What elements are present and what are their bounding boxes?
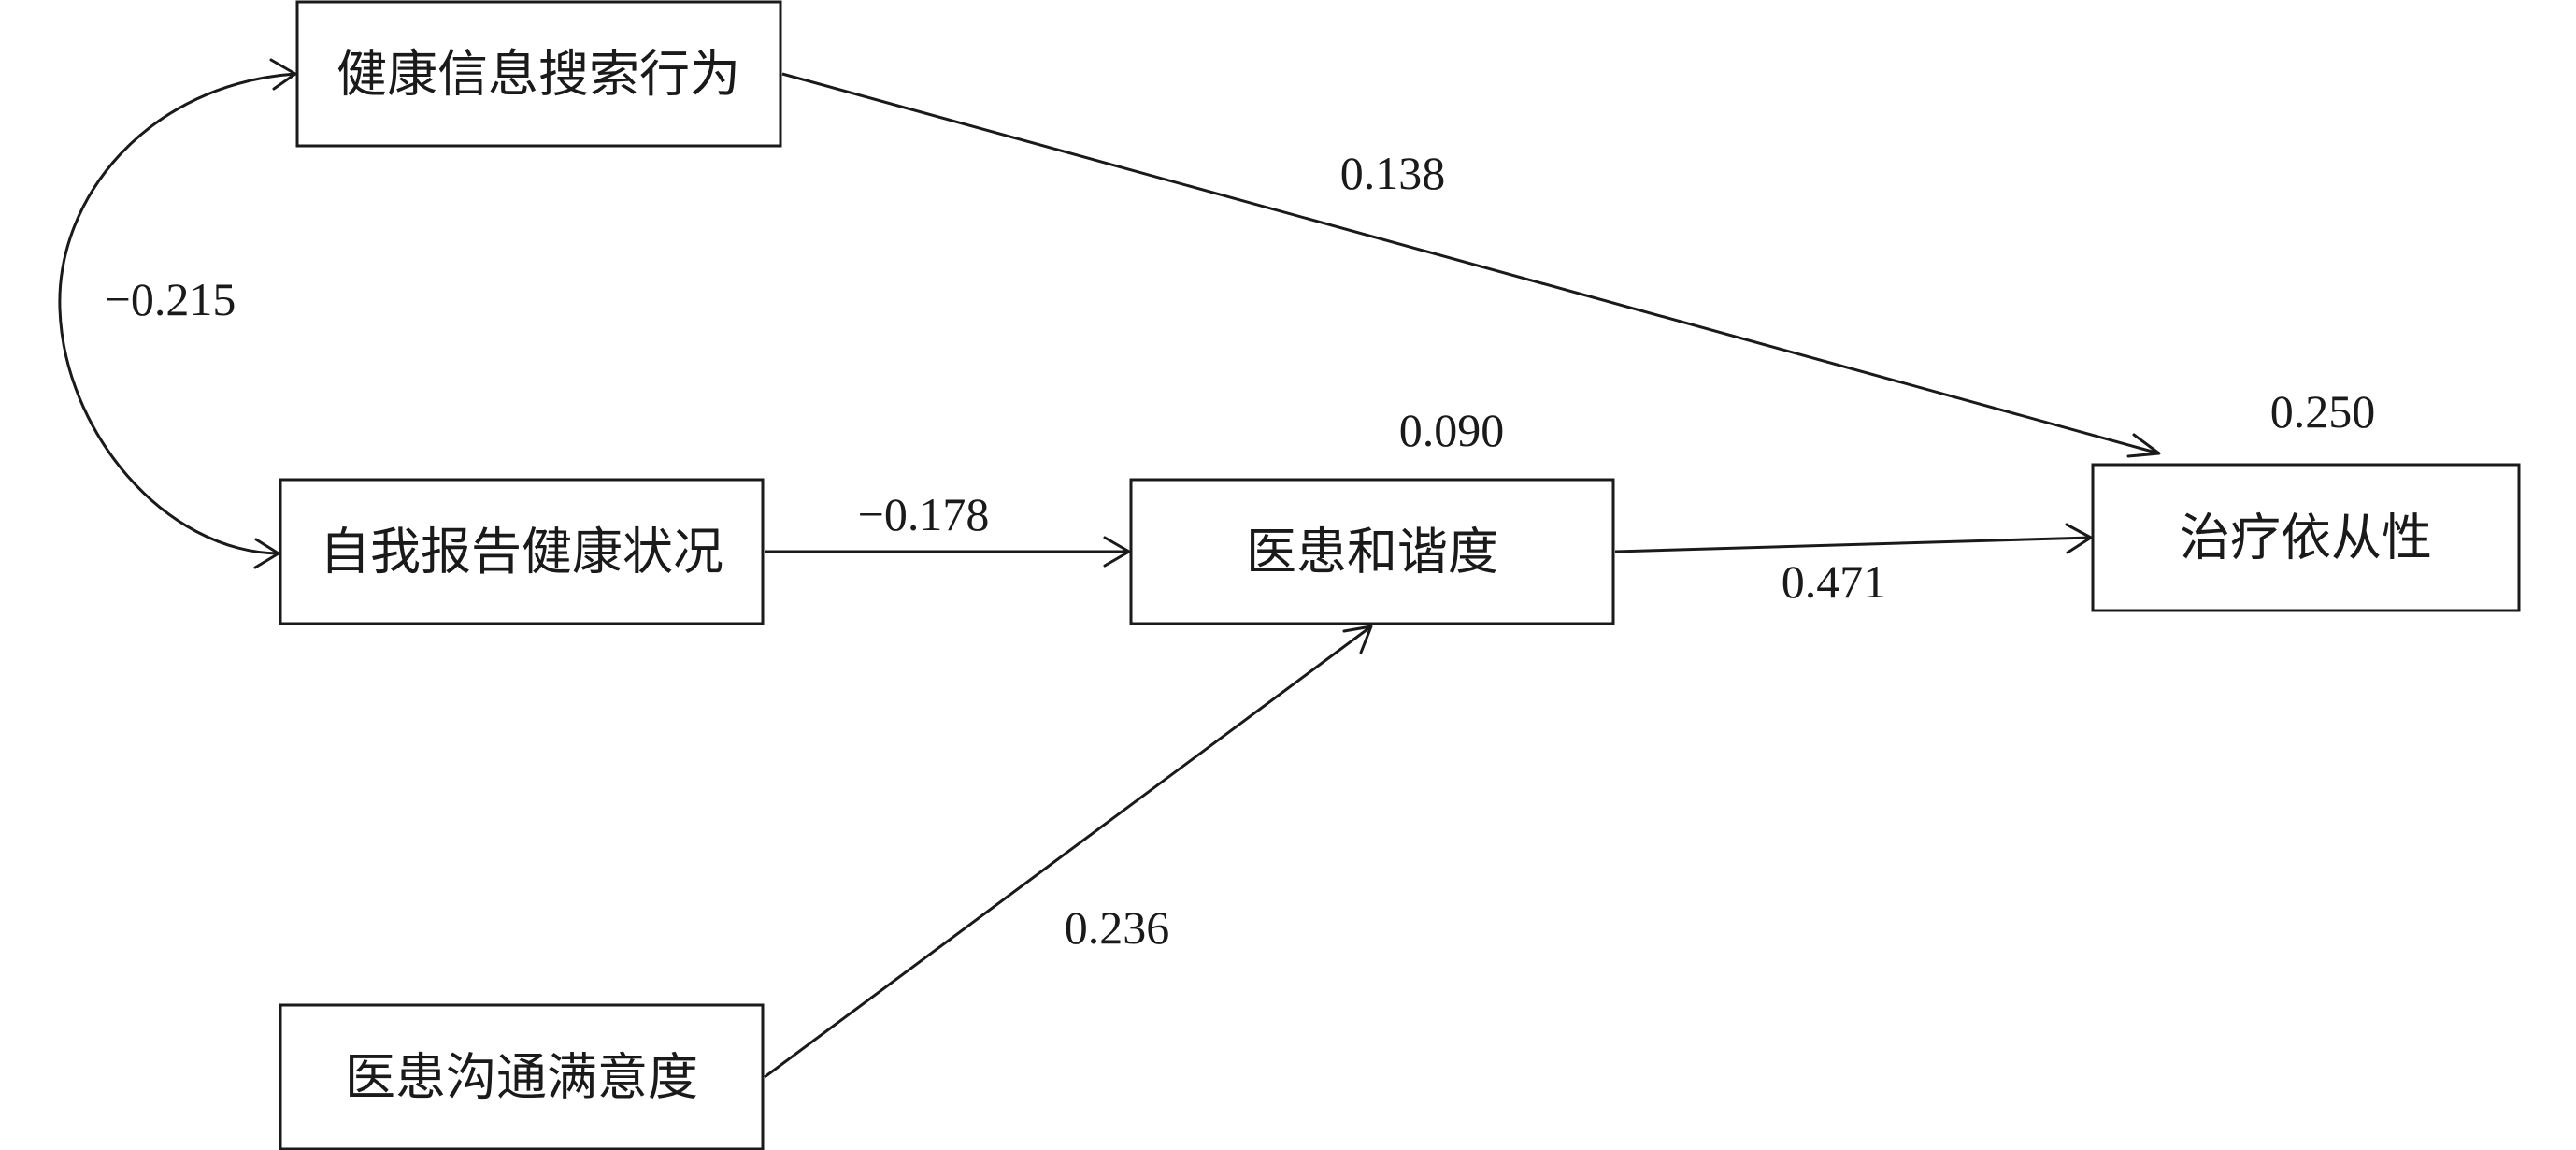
node-health-info-seeking: 健康信息搜索行为 (295, 0, 782, 148)
coefficients: 0.138 −0.215 −0.178 0.236 0.471 0.090 0.… (105, 147, 2376, 954)
node-label: 健康信息搜索行为 (336, 45, 740, 104)
arrowhead-icon (2065, 523, 2093, 554)
node-box (2091, 463, 2521, 612)
node-treatment-adherence: 治疗依从性 (2091, 463, 2521, 612)
arrowhead-icon (269, 58, 297, 91)
node-box (279, 478, 765, 625)
edge-communication-to-harmony (764, 625, 1372, 1079)
arrowhead-icon (253, 538, 280, 569)
node-communication-satisfaction: 医患沟通满意度 (279, 1003, 765, 1150)
arrowhead-icon (1342, 625, 1373, 654)
node-box (279, 1003, 765, 1150)
edge-info-seeking-with-self-health (58, 72, 296, 555)
edge-harmony-to-adherence (1614, 536, 2092, 553)
node-doctor-patient-harmony: 医患和谐度 (1129, 478, 1615, 625)
edges (58, 58, 2161, 1079)
arrowhead-icon (2126, 433, 2161, 458)
r-squared-harmony: 0.090 (1399, 404, 1505, 456)
node-box (295, 0, 782, 148)
node-box (1129, 478, 1615, 625)
coef-info-seeking-to-adherence: 0.138 (1340, 147, 1446, 199)
node-self-reported-health: 自我报告健康状况 (279, 478, 765, 625)
coef-self-health-to-harmony: −0.178 (858, 488, 990, 540)
node-label: 治疗依从性 (2180, 509, 2432, 568)
node-label: 医患沟通满意度 (345, 1048, 698, 1107)
coef-harmony-to-adherence: 0.471 (1782, 555, 1887, 608)
node-label: 医患和谐度 (1246, 523, 1498, 582)
node-label: 自我报告健康状况 (320, 523, 723, 582)
coef-info-seeking-with-self-health: −0.215 (105, 273, 236, 325)
arrowhead-icon (1103, 536, 1131, 568)
coef-communication-to-harmony: 0.236 (1065, 901, 1170, 954)
edge-info-seeking-to-adherence (781, 72, 2160, 455)
r-squared-adherence: 0.250 (2270, 385, 2376, 438)
